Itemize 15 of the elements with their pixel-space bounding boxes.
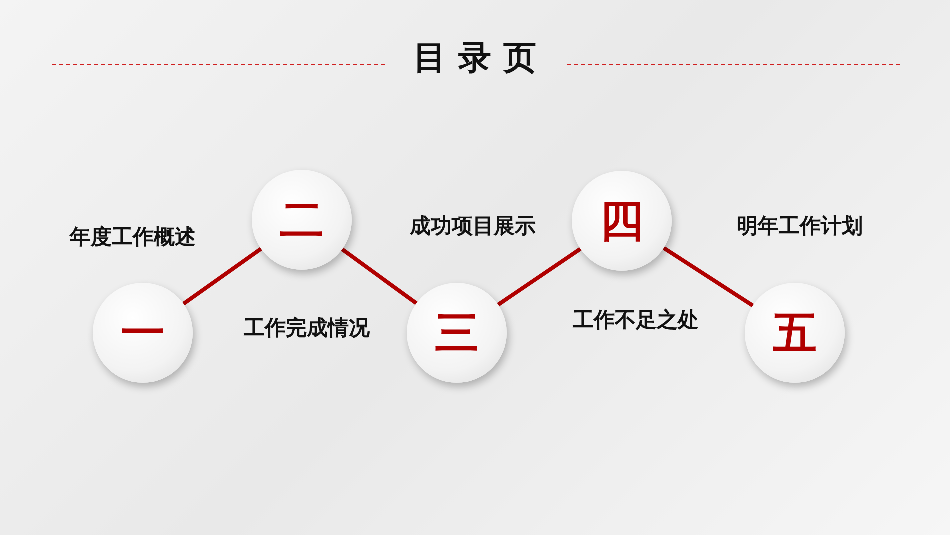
numeral-circle: 二 [252,170,352,270]
page-title: 目录页 [412,38,548,77]
connector-line [497,247,582,307]
section-title: 工作不足之处 [573,307,699,334]
numeral-circle: 五 [745,283,845,383]
section-title: 年度工作概述 [70,224,196,251]
section-title: 明年工作计划 [737,213,863,240]
numeral-circle: 四 [572,171,672,271]
section-title: 工作完成情况 [244,315,370,342]
numeral-circle: 三 [407,283,507,383]
connector-line [662,246,754,308]
numeral-circle: 一 [93,283,193,383]
connector-line [341,248,418,306]
section-title: 成功项目展示 [410,213,536,240]
connector-line [182,247,262,306]
